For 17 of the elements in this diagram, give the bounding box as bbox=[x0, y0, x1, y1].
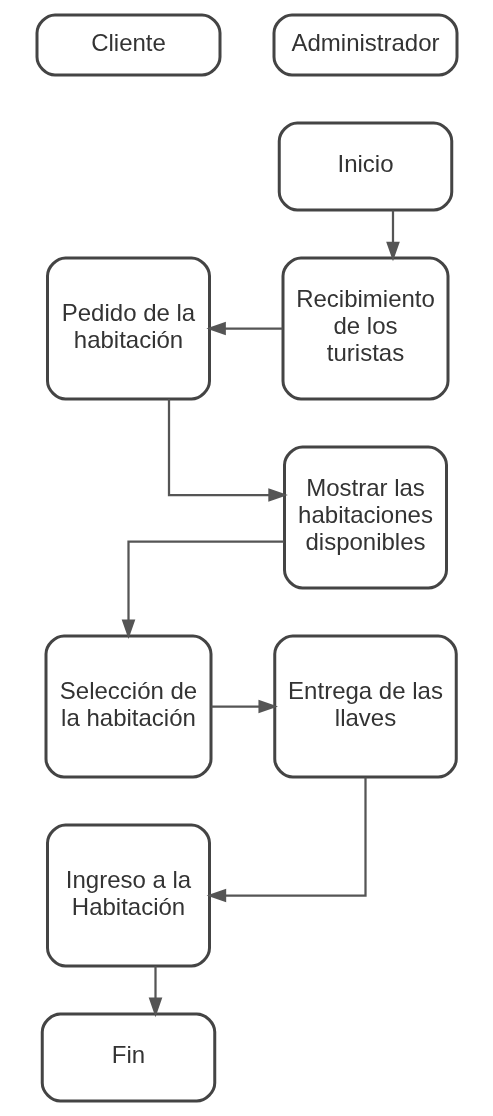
node-box: Entrega de las llaves bbox=[272, 634, 458, 779]
node-box: Fin bbox=[40, 1012, 216, 1103]
node-box: Mostrar las habitaciones disponibles bbox=[282, 445, 448, 590]
arrow bbox=[206, 777, 367, 903]
node-box: Pedido de la habitación bbox=[45, 256, 211, 401]
arrow bbox=[385, 210, 400, 262]
arrow bbox=[148, 966, 162, 1018]
node-box: Cliente bbox=[35, 13, 221, 77]
arrow bbox=[167, 399, 288, 502]
arrow bbox=[205, 321, 283, 336]
node-box: Selección de la habitación bbox=[44, 634, 212, 779]
arrow bbox=[210, 699, 278, 714]
node-box: Administrador bbox=[272, 13, 458, 77]
node-box: Recibimiento de los turistas bbox=[281, 256, 449, 401]
node-box: Ingreso a la Habitación bbox=[45, 823, 211, 968]
node-box: Inicio bbox=[277, 121, 453, 212]
arrow bbox=[121, 540, 284, 639]
